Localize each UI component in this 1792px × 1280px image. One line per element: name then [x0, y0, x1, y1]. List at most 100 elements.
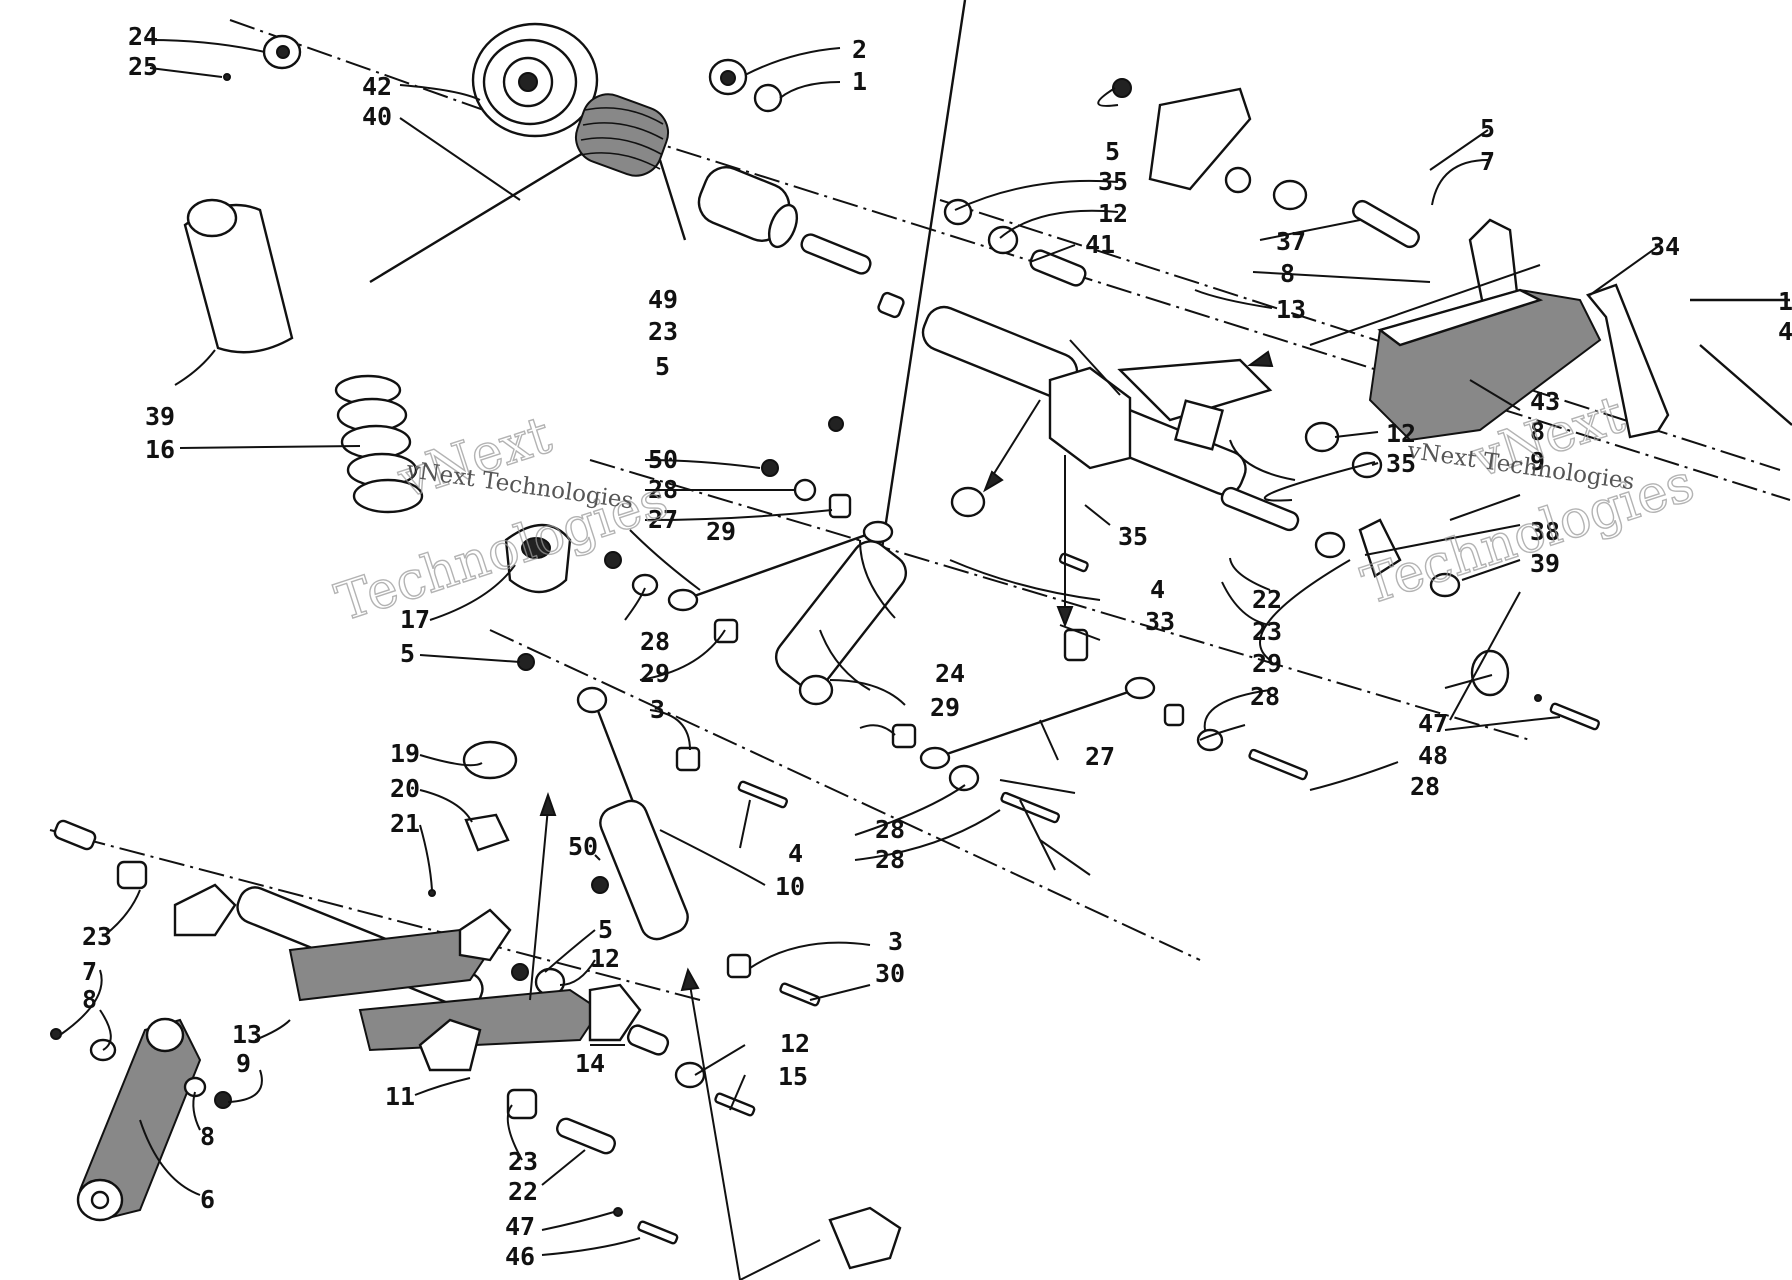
snap-ring-1: [753, 83, 783, 113]
callout-34: 35: [1098, 167, 1128, 196]
callout-29: 28: [875, 815, 905, 844]
callout-37: 35: [1118, 522, 1148, 551]
callout-12: 12: [1098, 199, 1128, 228]
callout-9: 9: [236, 1049, 251, 1078]
coil-spring-16: [334, 374, 424, 514]
callout-23: 23: [1252, 617, 1282, 646]
callout-4: 4: [1150, 575, 1165, 604]
callout-27: 27: [1085, 742, 1115, 771]
callout-47: 47: [1418, 709, 1448, 738]
callout-12: 12: [780, 1029, 810, 1058]
callout-22: 22: [508, 1177, 538, 1206]
callout-5: 5: [1480, 114, 1495, 143]
callout-1: 1: [1778, 287, 1792, 316]
callout-43: 42: [362, 72, 392, 101]
callout-45: 43: [1530, 387, 1560, 416]
bearing-2: [708, 58, 748, 96]
shock-absorber-10: [576, 686, 689, 941]
callout-47: 47: [505, 1212, 535, 1241]
callout-4: 4: [1778, 317, 1792, 346]
callout-8: 8: [82, 985, 97, 1014]
callout-41: 40: [362, 102, 392, 131]
callout-5: 5: [598, 915, 613, 944]
callout-25: 24: [128, 22, 158, 51]
callout-12: 12: [590, 944, 620, 973]
callout-23: 23: [648, 317, 678, 346]
callout-46: 46: [505, 1242, 535, 1271]
callout-28: 28: [875, 845, 905, 874]
callout-1: 1: [852, 67, 867, 96]
leader-lines: [59, 39, 1661, 1256]
bottom-fragment: [739, 1206, 902, 1280]
callout-12: 12: [1386, 419, 1416, 448]
right-small-parts: [1304, 421, 1600, 731]
callout-29: 28: [640, 627, 670, 656]
callout-labels: 24 25 42 40 2 1 5 35 12 41 37 8 13 5 7 3…: [82, 22, 1792, 1271]
bearing-25: [262, 34, 302, 70]
callout-5: 5: [1105, 137, 1120, 166]
callout-31: 29: [706, 517, 736, 546]
slide-rail-bracket-37: [1048, 358, 1346, 559]
callout-17: 17: [400, 605, 430, 634]
callout-15: 15: [778, 1062, 808, 1091]
callout-38: 38: [1530, 517, 1560, 546]
callout-19: 19: [390, 739, 420, 768]
callout-24: 24: [935, 659, 965, 688]
idler-wheel: [471, 22, 599, 138]
upper-bracket: [943, 78, 1420, 287]
callout-13: 13: [1276, 295, 1306, 324]
callout-42: 41: [1085, 230, 1115, 259]
arrow-icon: [680, 967, 700, 992]
callout-4: 4: [788, 839, 803, 868]
callout-8: 8: [200, 1122, 215, 1151]
callout-16: 16: [145, 435, 175, 464]
callout-30: 30: [875, 959, 905, 988]
spring-seat-17: [504, 523, 572, 594]
callout-7: 7: [1480, 147, 1495, 176]
callout-49: 49: [648, 285, 678, 314]
callout-50: 50: [568, 832, 598, 861]
pivot-support-45: [1368, 288, 1602, 442]
torsion-spring-41: [369, 93, 687, 284]
callout-35: 37: [1276, 227, 1306, 256]
callout-21: 21: [390, 809, 420, 838]
washer-26: [223, 73, 231, 81]
callout-27: 27: [648, 505, 678, 534]
callout-14: 14: [575, 1049, 605, 1078]
callout-34: 35: [1386, 449, 1416, 478]
callout-13: 13: [232, 1020, 262, 1049]
callout-20: 20: [390, 774, 420, 803]
arrow-icon: [1247, 350, 1274, 368]
callout-29: 28: [648, 475, 678, 504]
callout-31: 29: [1252, 649, 1282, 678]
callout-29: 28: [1250, 682, 1280, 711]
callout-3: 3: [888, 927, 903, 956]
callout-28: 28: [1410, 772, 1440, 801]
spring-cover-40: [183, 198, 294, 354]
callout-32: 33: [1145, 607, 1175, 636]
arrow-icon: [539, 791, 557, 816]
callout-2: 2: [852, 35, 867, 64]
shock-absorber-24: [774, 0, 986, 706]
callout-23: 23: [508, 1147, 538, 1176]
callout-22: 22: [1252, 585, 1282, 614]
callout-11: 11: [385, 1082, 415, 1111]
callout-50: 50: [648, 445, 678, 474]
callout-5: 5: [400, 639, 415, 668]
callout-3: 3: [650, 695, 665, 724]
callout-10: 10: [775, 872, 805, 901]
front-hardware: [53, 653, 821, 1245]
callout-26: 25: [128, 52, 158, 81]
spacer-49: [697, 166, 799, 249]
callout-48: 48: [1418, 741, 1448, 770]
callout-6: 6: [200, 1185, 215, 1214]
callout-39: 39: [1530, 549, 1560, 578]
callout-40: 39: [145, 402, 175, 431]
arrow-icon: [983, 470, 1004, 493]
callout-33: 34: [1650, 232, 1680, 261]
callout-8: 8: [1280, 259, 1295, 288]
arrows: [529, 264, 1541, 1280]
callout-31: 29: [640, 659, 670, 688]
watermarks: vNext Technologies vNext Technologies vN…: [328, 384, 1702, 634]
